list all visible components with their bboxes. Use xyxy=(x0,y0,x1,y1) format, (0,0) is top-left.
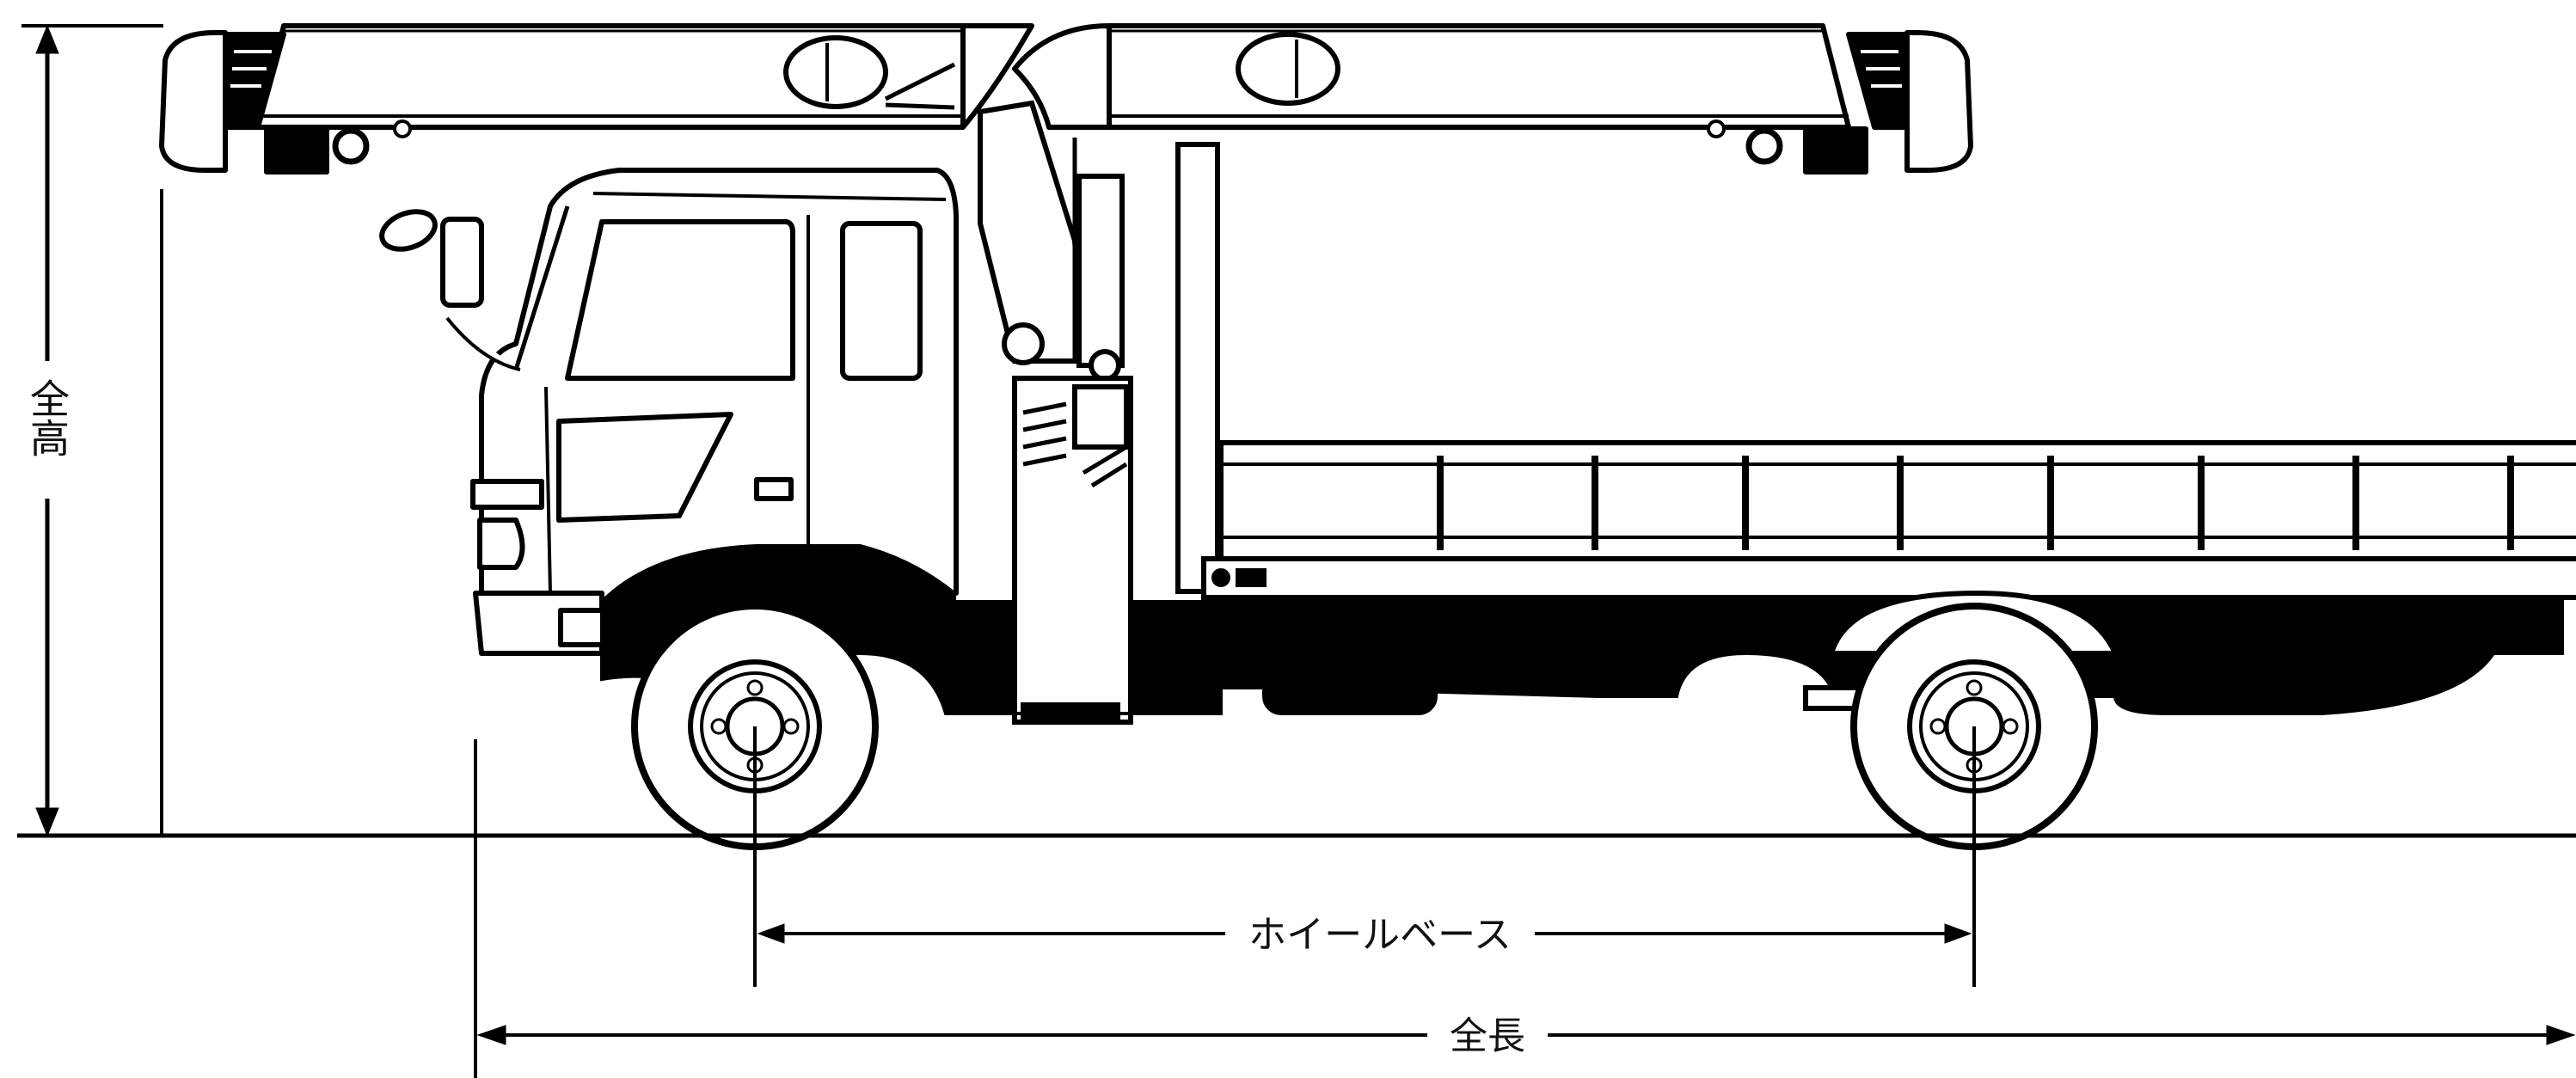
arrow-up-icon xyxy=(35,24,59,54)
overall-length-dimension xyxy=(474,739,2576,1078)
arrow-left-icon xyxy=(476,1025,506,1045)
truck-cab xyxy=(379,168,959,656)
arrow-right-icon xyxy=(1944,923,1972,944)
overall-height-label: 全高 xyxy=(24,378,71,457)
arrow-left-icon xyxy=(757,923,785,944)
wheelbase-dimension xyxy=(753,726,1976,987)
wheelbase-label: ホイールベース xyxy=(1248,913,1512,957)
arrow-right-icon xyxy=(2546,1025,2576,1045)
crane-boom xyxy=(159,23,1973,175)
arrow-down-icon xyxy=(35,807,59,837)
overall-height-dimension xyxy=(21,24,163,837)
overall-length-label: 全長 xyxy=(1450,1014,1525,1058)
